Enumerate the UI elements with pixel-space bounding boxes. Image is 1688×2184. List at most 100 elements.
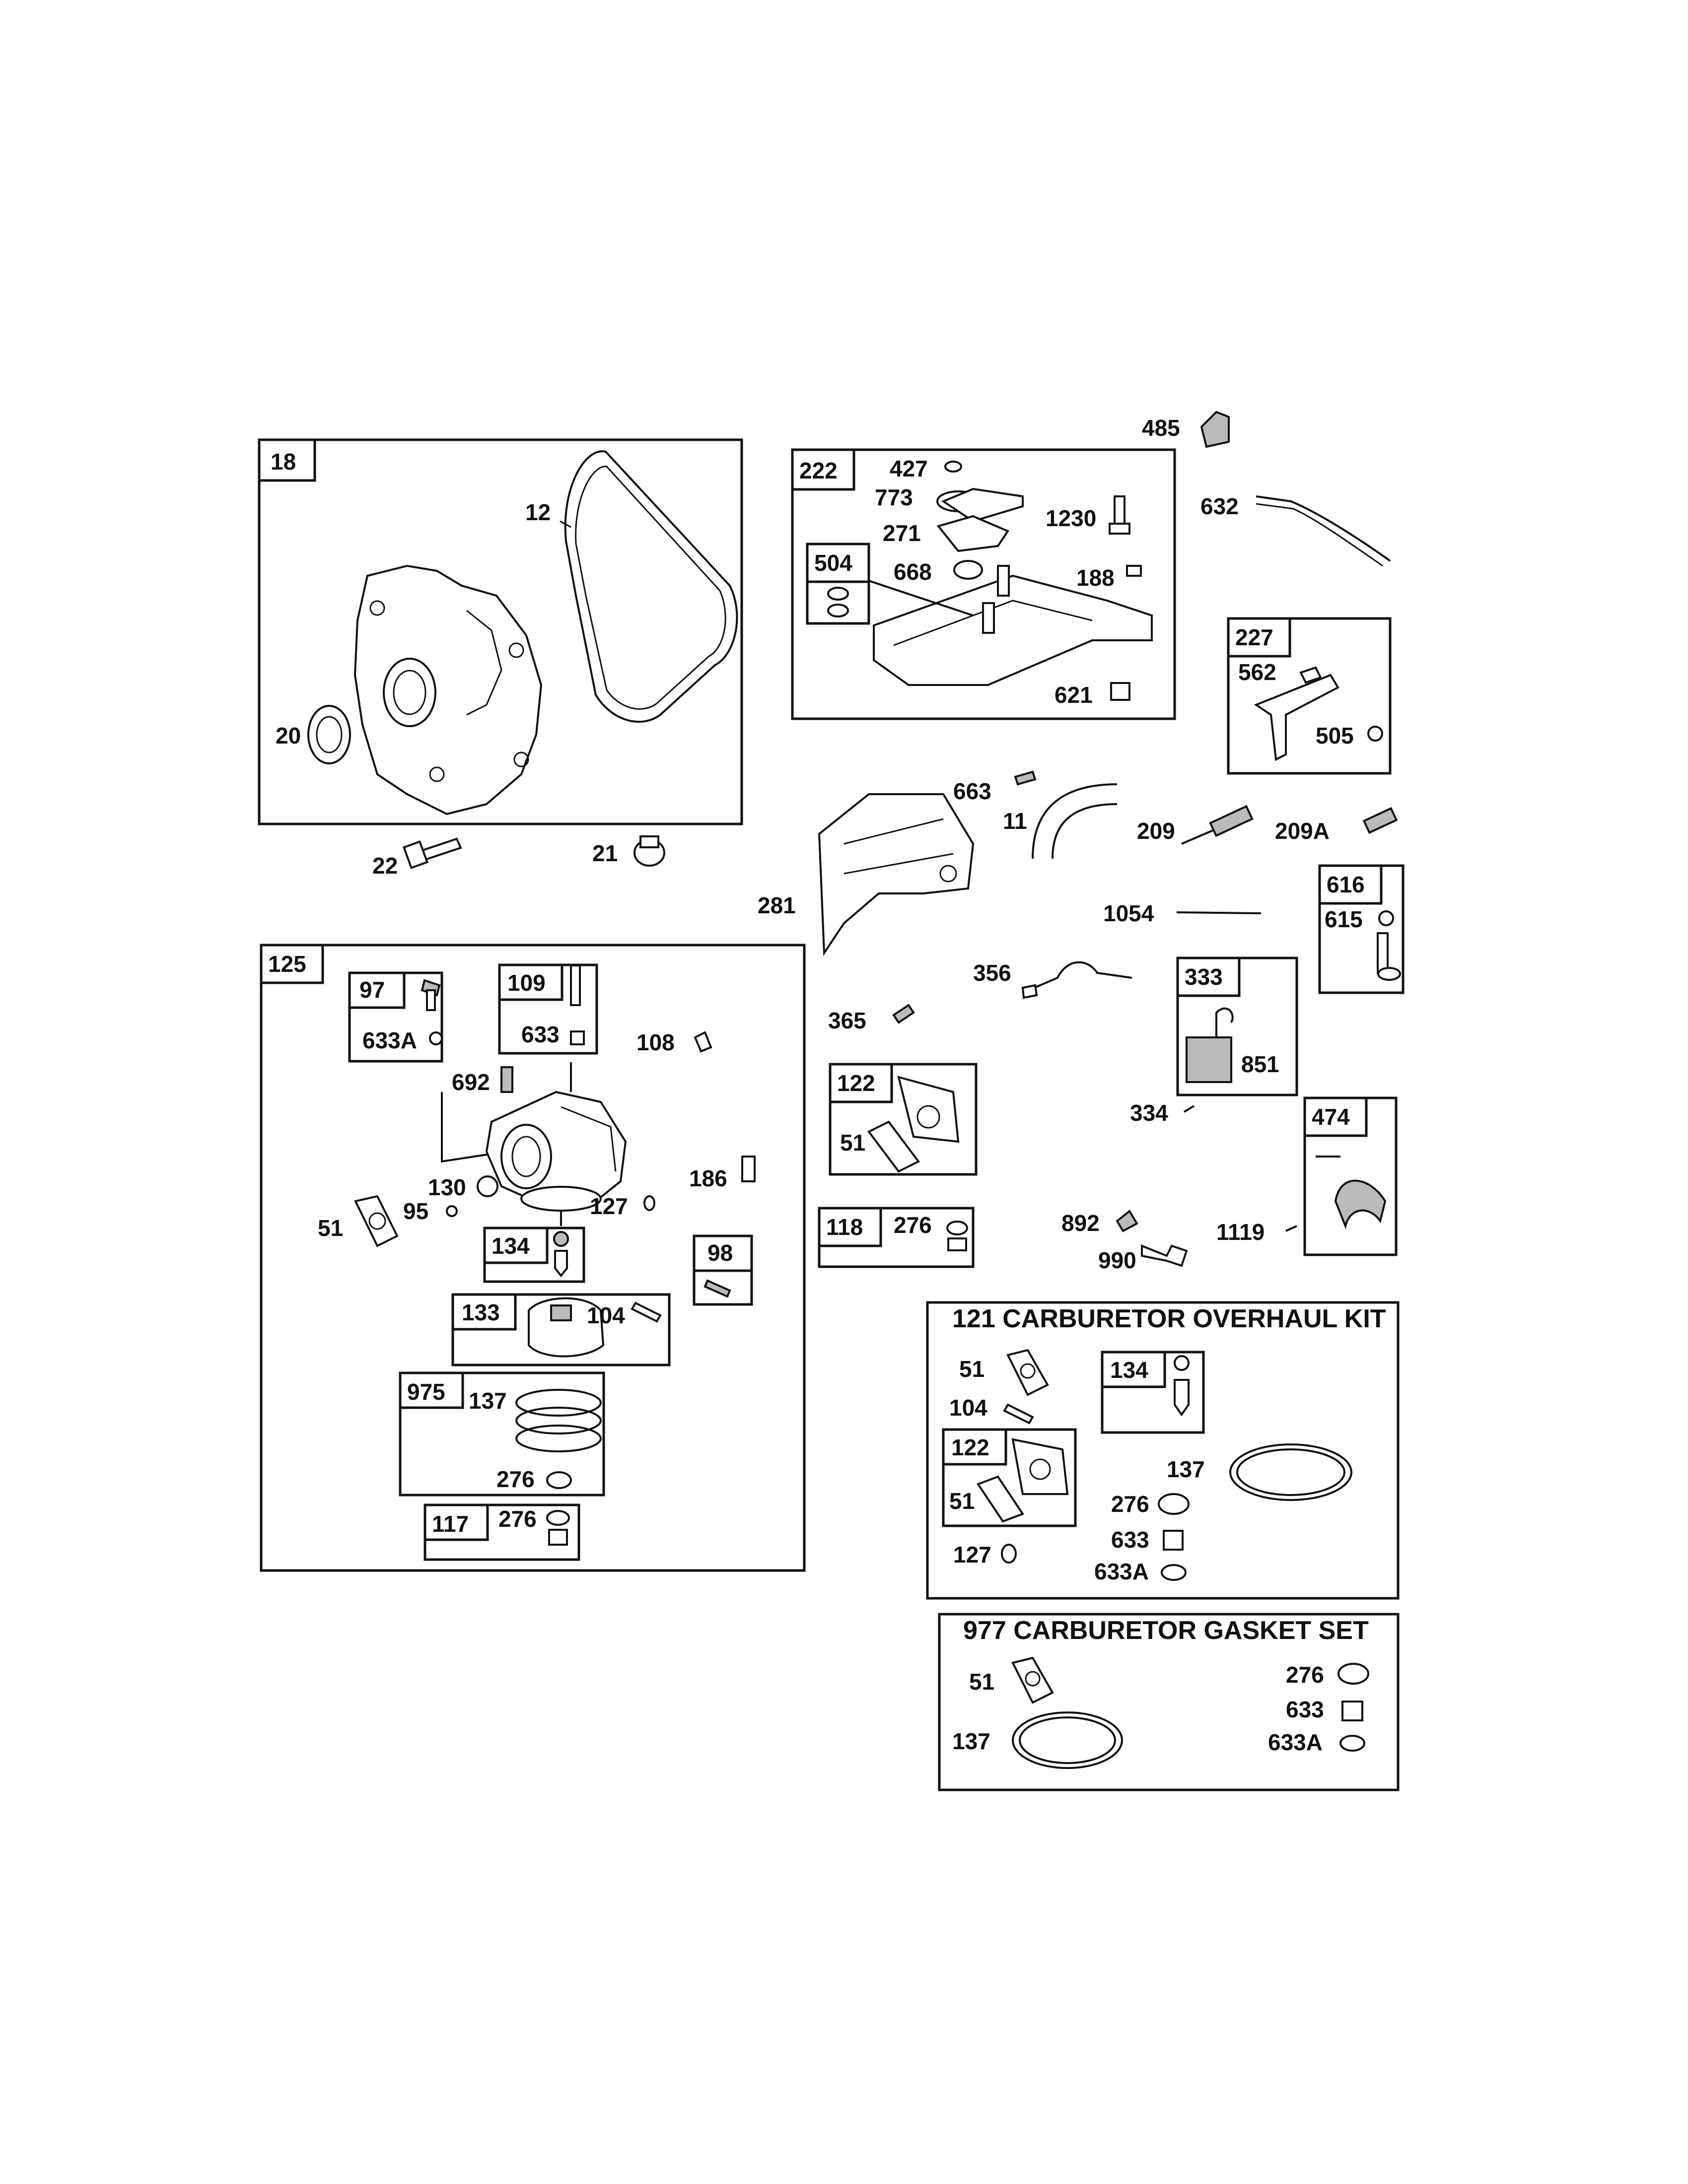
label-20: 20	[276, 723, 301, 749]
group-122-a: 122 51	[829, 1063, 978, 1176]
pin-334: 334	[1130, 1100, 1195, 1126]
group-label-222: 222	[799, 458, 838, 483]
seal-shape	[307, 705, 351, 764]
group-label-18: 18	[271, 449, 296, 475]
kit-group-label-122: 122	[951, 1434, 989, 1460]
group-label-125: 125	[268, 951, 306, 977]
spring-209a: 209A	[1275, 807, 1398, 844]
label-773: 773	[875, 484, 913, 510]
kit-label-633a: 633A	[1094, 1559, 1149, 1584]
kit-label-51: 51	[959, 1356, 985, 1382]
label-51-b: 51	[318, 1215, 343, 1241]
label-1230: 1230	[1046, 505, 1096, 531]
kit-label-104: 104	[949, 1395, 987, 1421]
label-209: 209	[1137, 818, 1175, 844]
label-276-b: 276	[496, 1466, 535, 1492]
group-label-227: 227	[1235, 624, 1273, 650]
screw-365: 365	[828, 1004, 915, 1033]
kit-group-label-134: 134	[1110, 1357, 1148, 1383]
group-label-97: 97	[359, 977, 385, 1003]
group-label-118: 118	[826, 1214, 863, 1240]
set-label-633a: 633A	[1268, 1729, 1323, 1755]
screw-663: 663	[953, 770, 1037, 804]
spring-356: 356	[973, 960, 1132, 999]
switch-892: 892	[1061, 1210, 1138, 1236]
label-1054: 1054	[1103, 900, 1154, 926]
label-188: 188	[1076, 565, 1115, 591]
label-271: 271	[883, 520, 921, 546]
group-227: 227 562 505	[1227, 617, 1392, 775]
group-label-134-a: 134	[492, 1233, 530, 1259]
label-209a: 209A	[1275, 818, 1330, 844]
hose-11: 11	[1003, 783, 1118, 859]
label-990: 990	[1098, 1247, 1136, 1273]
group-label-616: 616	[1327, 872, 1365, 897]
group-474: 474	[1303, 1096, 1398, 1256]
label-633: 633	[521, 1022, 560, 1047]
label-485: 485	[1142, 415, 1180, 441]
label-104-a: 104	[587, 1302, 625, 1328]
label-11: 11	[1003, 808, 1027, 834]
label-1119: 1119	[1216, 1219, 1265, 1245]
group-118: 118 276	[818, 1207, 975, 1268]
label-356: 356	[973, 960, 1011, 986]
label-276-a: 276	[894, 1212, 932, 1238]
label-186: 186	[689, 1165, 727, 1191]
kit-label-127: 127	[953, 1542, 991, 1568]
group-label-474: 474	[1312, 1104, 1350, 1130]
spring-209: 209	[1137, 805, 1254, 845]
kit-label-51-b: 51	[949, 1488, 975, 1514]
group-label-333: 333	[1185, 964, 1223, 990]
group-18: 18 12 20	[258, 438, 743, 825]
label-427: 427	[890, 456, 928, 481]
label-21: 21	[592, 840, 618, 866]
group-222: 222 504 427 773 271 668 1230 188 621	[791, 448, 1176, 720]
group-label-122-a: 122	[837, 1070, 875, 1096]
gasket-set-title: 977 CARBURETOR GASKET SET	[963, 1616, 1369, 1645]
label-281: 281	[758, 892, 796, 918]
label-562: 562	[1238, 659, 1276, 685]
overhaul-kit-title: 121 CARBURETOR OVERHAUL KIT	[952, 1304, 1386, 1333]
gasket-shape	[564, 450, 738, 723]
label-632: 632	[1200, 493, 1239, 519]
label-276-c: 276	[498, 1506, 537, 1532]
label-12: 12	[525, 499, 551, 525]
group-label-109: 109	[507, 970, 546, 996]
label-95: 95	[403, 1198, 428, 1224]
label-505: 505	[1316, 723, 1354, 749]
group-125: 125 97 633A 109 633 108 692 130 95 51	[260, 944, 806, 1572]
kit-label-137: 137	[1167, 1456, 1205, 1482]
set-label-276: 276	[1286, 1662, 1324, 1688]
set-label-51: 51	[969, 1669, 994, 1695]
label-621: 621	[1055, 682, 1093, 708]
label-615: 615	[1325, 906, 1363, 932]
label-663: 663	[953, 778, 991, 804]
control-bracket-shape	[873, 574, 1153, 686]
label-633a-1: 633A	[362, 1027, 417, 1053]
overhaul-kit-121: 121 CARBURETOR OVERHAUL KIT 51 104 134 1…	[926, 1301, 1400, 1600]
link-632: 632	[1200, 493, 1391, 567]
set-label-137: 137	[952, 1728, 990, 1754]
label-851: 851	[1241, 1051, 1279, 1077]
key-990: 990	[1098, 1244, 1188, 1273]
label-137-a: 137	[469, 1388, 507, 1414]
group-616: 616 615	[1318, 864, 1405, 994]
label-130: 130	[428, 1174, 466, 1200]
label-108: 108	[636, 1029, 675, 1055]
pin-1119: 1119	[1216, 1219, 1297, 1245]
lever-shape	[1254, 674, 1339, 761]
kit-label-633: 633	[1111, 1527, 1149, 1553]
wire-1054: 1054	[1103, 900, 1262, 926]
group-label-117: 117	[432, 1511, 469, 1537]
part-485: 485	[1142, 410, 1230, 448]
set-label-633: 633	[1286, 1697, 1324, 1722]
label-892: 892	[1061, 1210, 1100, 1236]
gasket-set-977: 977 CARBURETOR GASKET SET 51 137 276 633…	[938, 1613, 1400, 1791]
label-692: 692	[452, 1069, 490, 1095]
group-333: 333 851	[1176, 956, 1298, 1096]
kit-label-276: 276	[1111, 1491, 1149, 1517]
label-365: 365	[828, 1008, 866, 1033]
bolt-22: 22	[372, 837, 462, 879]
label-22: 22	[372, 853, 398, 879]
